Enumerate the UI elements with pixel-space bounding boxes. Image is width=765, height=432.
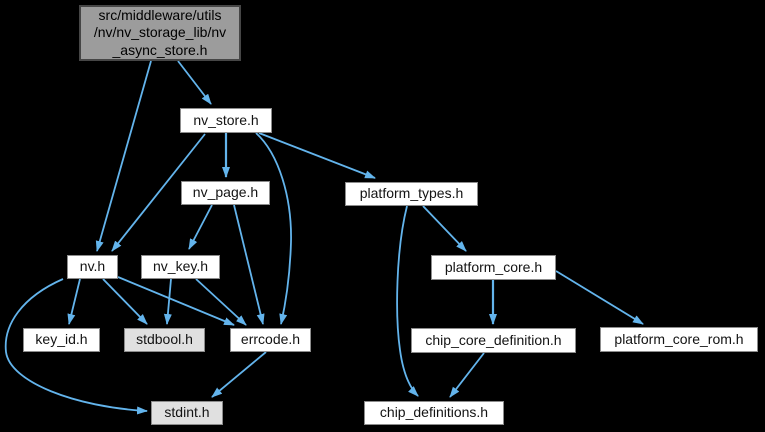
edge-platform_core-to-platform_core_rom bbox=[555, 270, 644, 325]
edge-nv-to-stdbool bbox=[102, 278, 148, 325]
edge-nv_store-to-platform_types bbox=[258, 132, 376, 179]
node-nv-store-h[interactable]: nv_store.h bbox=[180, 108, 272, 133]
node-key-id-h[interactable]: key_id.h bbox=[23, 328, 100, 352]
edge-errcode-to-stdint bbox=[211, 351, 267, 398]
node-platform-types-h[interactable]: platform_types.h bbox=[345, 182, 478, 206]
edge-nv-to-errcode bbox=[117, 276, 235, 326]
node-nv-key-h[interactable]: nv_key.h bbox=[141, 255, 220, 279]
node-platform-core-h[interactable]: platform_core.h bbox=[431, 255, 556, 280]
node-chip-definitions-h[interactable]: chip_definitions.h bbox=[364, 401, 504, 425]
edge-nv_async_store-to-nv_store bbox=[177, 60, 212, 105]
node-errcode-h[interactable]: errcode.h bbox=[230, 328, 311, 352]
node-nv-h[interactable]: nv.h bbox=[67, 255, 118, 279]
node-platform-core-rom-h[interactable]: platform_core_rom.h bbox=[600, 327, 758, 352]
edge-nv_page-to-nv_key bbox=[188, 204, 213, 250]
edge-nv-to-key_id bbox=[67, 278, 81, 325]
edge-platform_types-to-chip_definitions bbox=[396, 205, 419, 397]
edge-platform_types-to-platform_core bbox=[422, 205, 467, 252]
edge-nv_page-to-errcode bbox=[233, 204, 265, 325]
edge-nv_key-to-stdbool bbox=[163, 278, 172, 325]
node-nv-async-store-h: src/middleware/utils /nv/nv_storage_lib/… bbox=[79, 5, 241, 61]
edge-nv_store-to-nv bbox=[111, 133, 206, 252]
node-nv-page-h[interactable]: nv_page.h bbox=[181, 181, 270, 205]
node-stdint-h[interactable]: stdint.h bbox=[151, 401, 223, 425]
node-chip-core-definition-h[interactable]: chip_core_definition.h bbox=[411, 328, 576, 353]
edge-nv_async_store-to-nv bbox=[95, 60, 152, 252]
edge-nv_store-to-errcode bbox=[255, 132, 292, 325]
edge-nv_key-to-errcode bbox=[195, 278, 247, 326]
edge-chip_core_definition-to-chip_definitions bbox=[449, 352, 485, 398]
node-stdbool-h[interactable]: stdbool.h bbox=[124, 328, 205, 352]
edge-nv-to-stdint bbox=[4, 278, 148, 415]
